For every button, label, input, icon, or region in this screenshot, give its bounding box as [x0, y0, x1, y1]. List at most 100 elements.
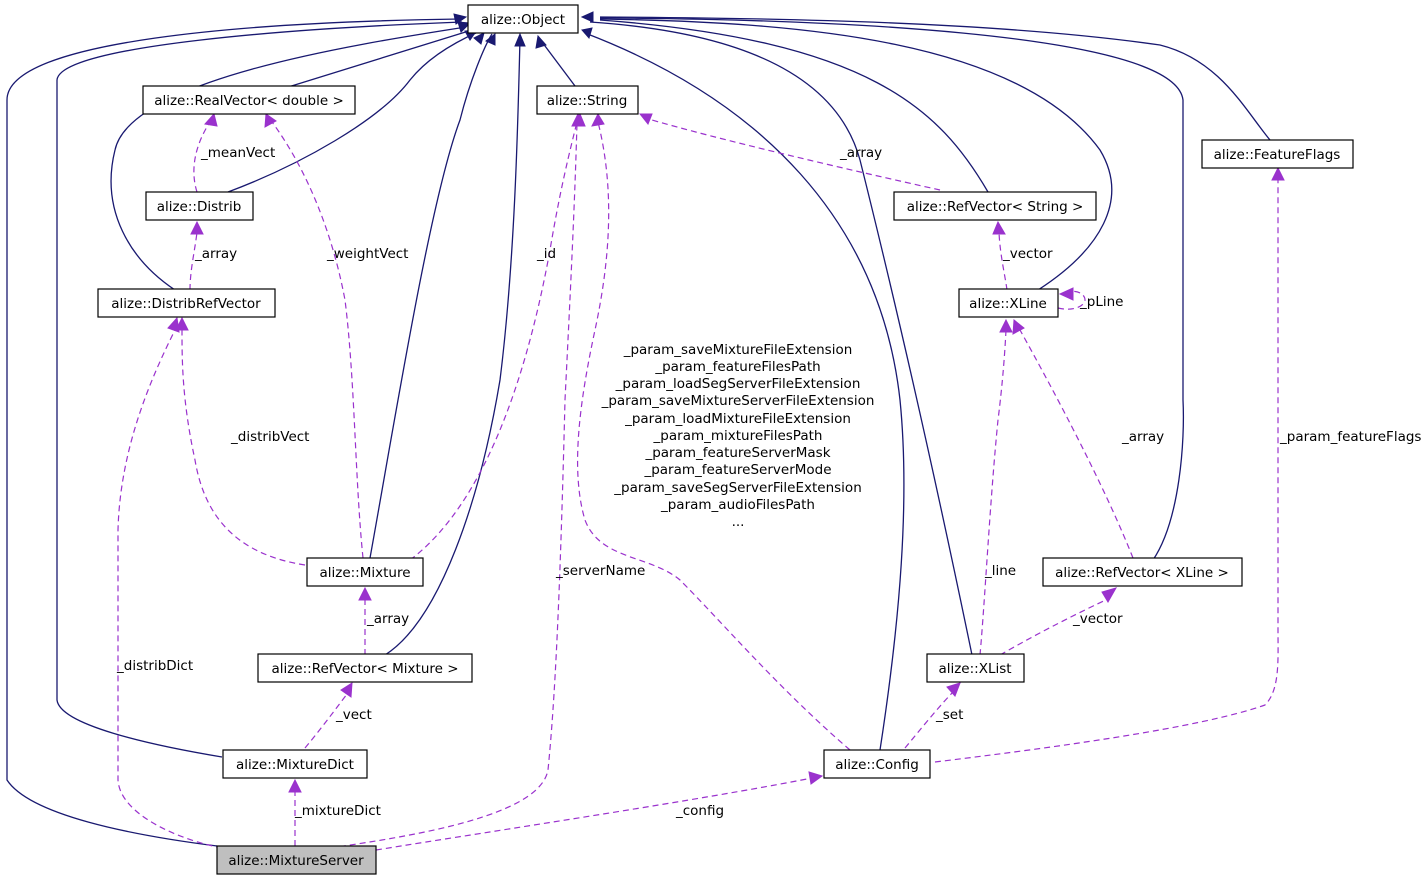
label-mixturedict: _mixtureDict [294, 803, 381, 819]
config-param-line: _param_saveMixtureFileExtension [623, 342, 853, 358]
arrow-use-pline [1058, 287, 1074, 301]
label-param-featureflags: _param_featureFlags [1279, 429, 1421, 445]
edge-xline-self [1057, 290, 1086, 310]
arrow-use-array-distrib [190, 220, 204, 235]
arrow-use-weightvect [264, 113, 277, 128]
node-object[interactable]: alize::Object [467, 4, 579, 34]
edge-distrib-object [227, 31, 479, 193]
edge-refvector-string-string [644, 117, 941, 191]
node-realvector[interactable]: alize::RealVector< double > [142, 85, 356, 115]
node-label: alize::Distrib [157, 199, 242, 215]
arrow-inherit-9 [581, 27, 593, 40]
config-param-line: _param_featureServerMode [643, 462, 831, 478]
edge-mixturedict-object [56, 21, 463, 758]
node-mixturedict[interactable]: alize::MixtureDict [222, 749, 368, 779]
config-param-line: _param_saveSegServerFileExtension [613, 480, 862, 496]
config-param-line: _param_loadMixtureFileExtension [624, 411, 851, 427]
node-config[interactable]: alize::Config [823, 749, 931, 779]
edge-mixture-string [409, 121, 578, 561]
config-param-line: _param_audioFilesPath [660, 497, 815, 513]
edge-mixture-object [369, 33, 493, 559]
edge-mixtureserver-string [329, 121, 578, 849]
edge-xline-object [599, 18, 1113, 291]
label-servername: _serverName [555, 563, 645, 579]
node-xline[interactable]: alize::XLine [958, 288, 1059, 318]
node-refvector-string[interactable]: alize::RefVector< String > [893, 191, 1097, 221]
node-featureflags[interactable]: alize::FeatureFlags [1201, 139, 1354, 169]
arrow-use-distribdict [167, 316, 180, 333]
label-distribvect: _distribVect [230, 429, 309, 445]
node-string[interactable]: alize::String [536, 85, 639, 115]
node-label: alize::RealVector< double > [154, 93, 344, 109]
node-label: alize::MixtureDict [236, 757, 354, 773]
edge-mixture-realvector [271, 121, 364, 559]
node-mixtureserver: alize::MixtureServer [216, 845, 377, 875]
edge-refvector-string-object [599, 19, 989, 193]
node-label: alize::Object [481, 12, 565, 28]
edge-xlist-refvector-xline [999, 597, 1111, 656]
edge-refvector-xline-object [599, 17, 1185, 561]
node-label: alize::MixtureServer [228, 853, 364, 869]
arrow-use-config [808, 771, 824, 785]
arrow-inherit-1 [453, 13, 468, 25]
arrow-use-array-mixture [358, 586, 372, 601]
node-distribrefvector[interactable]: alize::DistribRefVector [97, 288, 276, 318]
edge-labels: _meanVect _array _weightVect _id _array … [116, 145, 1421, 819]
node-label: alize::RefVector< XLine > [1055, 565, 1229, 581]
edge-refvector-xline-xline [1019, 329, 1134, 559]
config-param-line: _param_saveMixtureServerFileExtension [601, 393, 875, 409]
node-mixture[interactable]: alize::Mixture [306, 557, 424, 587]
label-array-mixture: _array [366, 611, 409, 627]
config-param-line: ... [732, 514, 745, 530]
node-refvector-mixture[interactable]: alize::RefVector< Mixture > [257, 653, 473, 683]
config-param-line: _param_loadSegServerFileExtension [615, 376, 861, 392]
node-label: alize::FeatureFlags [1214, 147, 1341, 163]
arrow-use-array-xline [1012, 319, 1025, 335]
arrow-inherit-6 [514, 32, 526, 47]
arrow-use-line [999, 318, 1013, 333]
label-id: _id [536, 246, 556, 262]
arrow-use-mixturedict [288, 778, 302, 793]
inheritance-edges [6, 11, 1271, 847]
node-distrib[interactable]: alize::Distrib [145, 191, 254, 221]
label-distribdict: _distribDict [116, 658, 193, 674]
edge-config-featureflags [934, 180, 1279, 763]
edge-realvector-object [284, 29, 473, 89]
edge-config-xlist [904, 689, 956, 749]
node-refvector-xline[interactable]: alize::RefVector< XLine > [1042, 557, 1243, 587]
label-vector-refvector-string: _vector [1002, 246, 1053, 262]
node-label: alize::RefVector< Mixture > [271, 661, 458, 677]
node-label: alize::Config [835, 757, 919, 773]
config-param-line: _param_featureFilesPath [654, 359, 820, 375]
arrow-inherit-4 [473, 32, 485, 45]
edge-distribrefvector-object [110, 26, 467, 291]
arrow-inherit-7 [535, 34, 547, 49]
config-param-line: _param_mixtureFilesPath [653, 428, 823, 444]
label-array-distrib: _array [194, 246, 237, 262]
arrow-use-params [591, 112, 605, 127]
label-vect: _vect [335, 707, 372, 723]
edge-config-object [584, 32, 905, 751]
edge-config-string [576, 121, 851, 751]
label-array-xline: _array [1121, 429, 1164, 445]
edge-featureflags-object [599, 16, 1271, 141]
arrow-use-distribvect [175, 316, 189, 331]
arrow-use-param-ff [1271, 166, 1285, 181]
edge-mixtureserver-config [375, 777, 813, 851]
arrow-use-servername [574, 112, 586, 127]
node-label: alize::Mixture [319, 565, 410, 581]
arrow-use-meanvect [204, 112, 218, 127]
node-label: alize::String [547, 93, 628, 109]
edge-xlist-xline [979, 329, 1007, 656]
label-config: _config [675, 803, 724, 819]
arrow-inherit-8 [580, 11, 594, 23]
edge-xlist-object [589, 21, 973, 656]
edge-distribrefvector-distrib [189, 231, 198, 291]
edge-distrib-realvector [193, 121, 211, 193]
label-array-refvector-string: _array [839, 145, 882, 161]
node-xlist[interactable]: alize::XList [926, 653, 1025, 683]
edge-string-object [541, 41, 576, 87]
arrow-use-set [946, 682, 961, 697]
label-weightvect: _weightVect [326, 246, 408, 262]
